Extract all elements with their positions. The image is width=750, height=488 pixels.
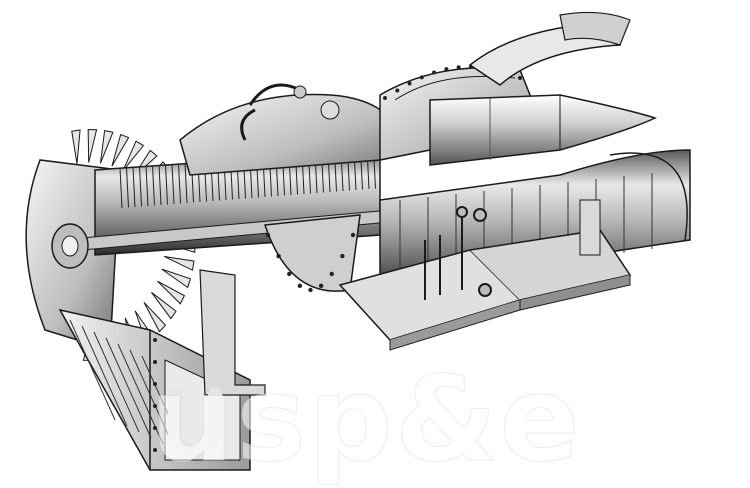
fan-blade (99, 130, 114, 164)
watermark-ghost (168, 388, 222, 460)
fan-blade (143, 301, 167, 333)
fan-blade (87, 129, 98, 163)
fan-blade (111, 133, 130, 167)
fan-blade (161, 268, 192, 289)
fan-blade (71, 129, 81, 164)
exhaust-cone (429, 94, 658, 166)
fan-blade (164, 255, 195, 271)
accessory-linkage (424, 206, 492, 300)
front-support (199, 269, 266, 396)
exhaust-scroll-top (468, 11, 631, 86)
combustor-and-piping (179, 83, 401, 176)
fan-blade (151, 291, 177, 320)
casing-flange (263, 214, 361, 293)
fan-blade (157, 280, 186, 305)
fan-blade (122, 140, 145, 172)
base-frame (338, 199, 632, 351)
